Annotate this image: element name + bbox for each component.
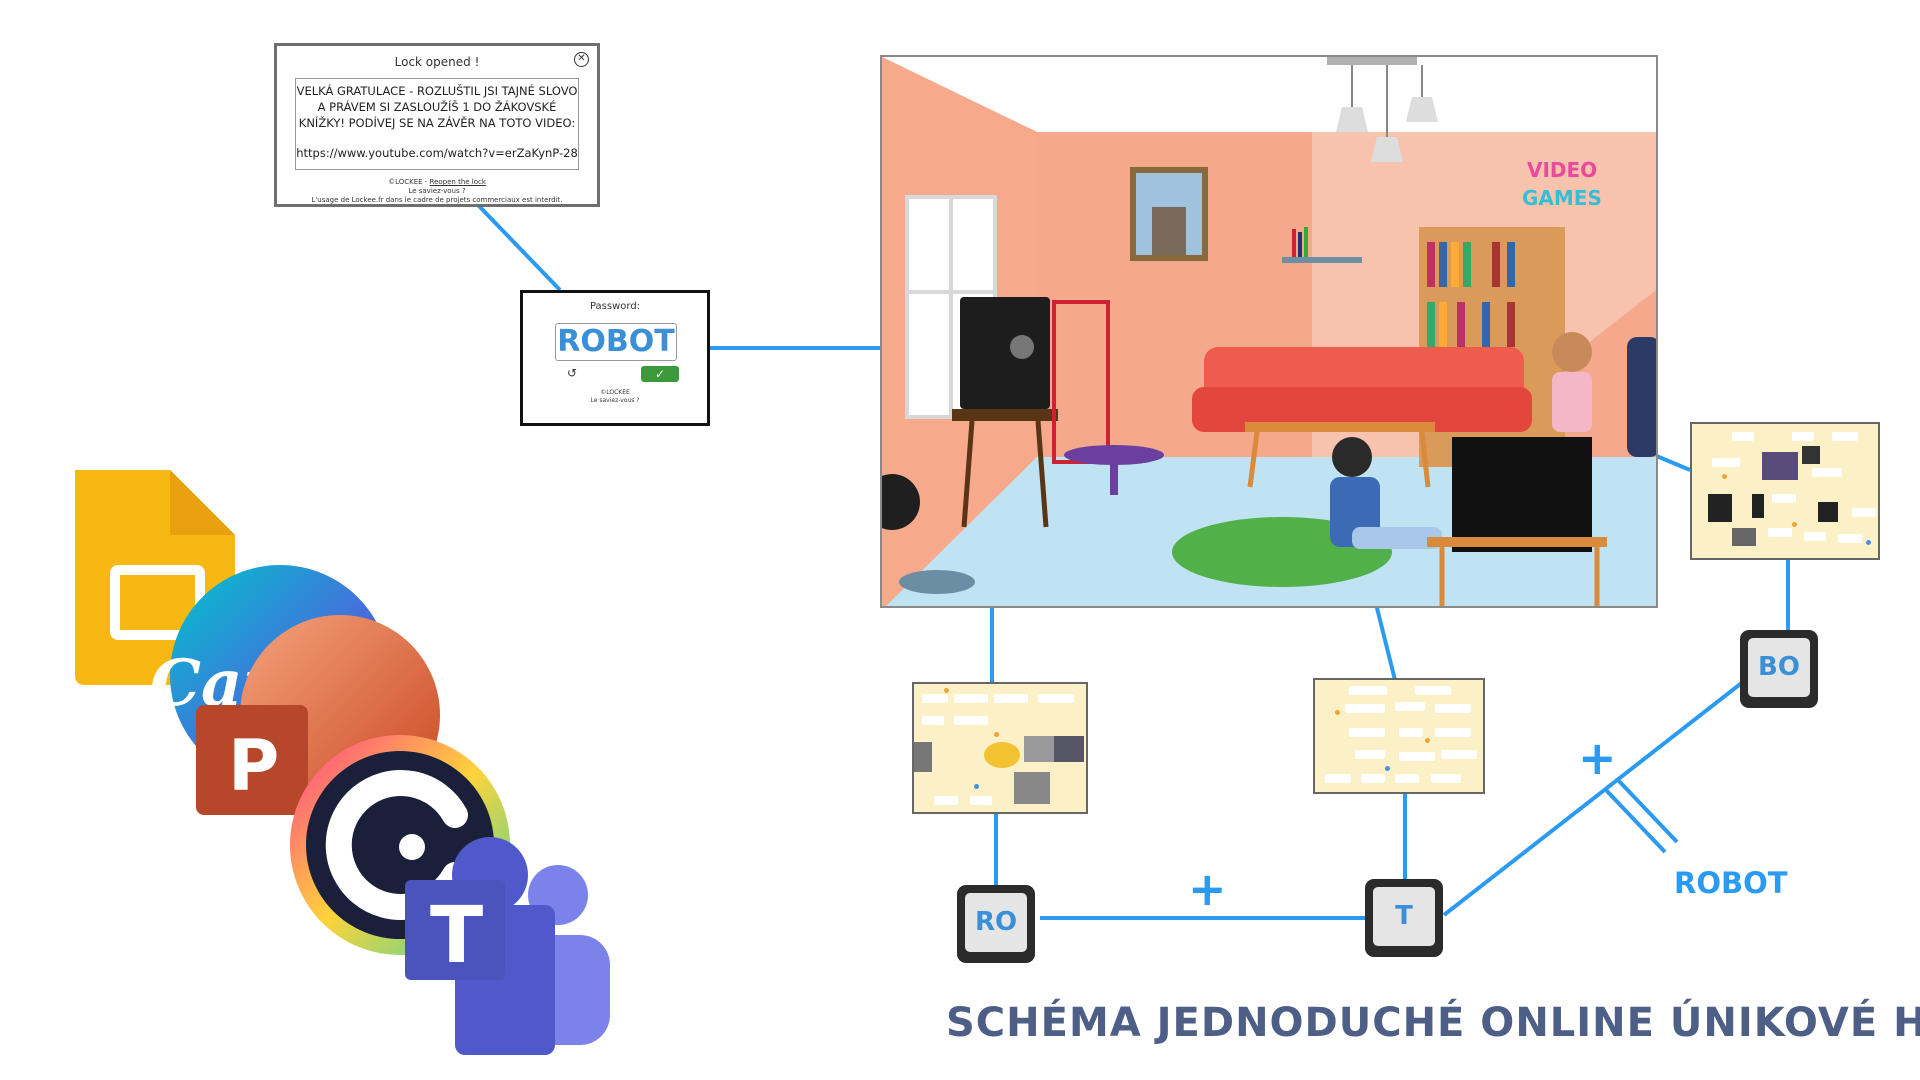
popup-video-link[interactable]: https://www.youtube.com/watch?v=erZaKynP… — [296, 146, 578, 160]
teams-letter: T — [430, 891, 483, 981]
did-you-know: Le saviez-vous ? — [408, 187, 466, 195]
poster-games: GAMES — [1522, 186, 1602, 210]
lockee-brand: ©LOCKEE — [600, 389, 630, 396]
diagram-caption: SCHÉMA JEDNODUCHÉ ONLINE ÚNIKOVÉ HRY — [946, 1000, 1920, 1046]
reopen-lock-link[interactable]: Reopen the lock — [429, 178, 486, 186]
plus-sign-2: + — [1578, 731, 1617, 785]
app-icons-collage: Canva P T — [75, 470, 610, 1055]
teams-icon: T — [405, 837, 610, 1055]
powerpoint-letter: P — [228, 725, 279, 807]
key-t-label: T — [1373, 887, 1435, 946]
popup-title: Lock opened ! — [394, 55, 480, 69]
lock-opened-popup: Lock opened ! ✕ VELKÁ GRATULACE - ROZLUŠ… — [274, 43, 600, 207]
result-label: ROBOT — [1674, 866, 1788, 900]
did-you-know: Le saviez-vous ? — [590, 397, 640, 404]
popup-footer: ©LOCKEE - Reopen the lock Le saviez-vous… — [311, 178, 563, 204]
lockee-brand: ©LOCKEE — [388, 178, 423, 186]
poster-video: VIDEO — [1527, 158, 1597, 182]
commercial-notice: L'usage de Lockee.fr dans le cadre de pr… — [311, 196, 563, 204]
close-icon[interactable]: ✕ — [574, 52, 589, 67]
check-icon[interactable]: ✓ — [641, 366, 679, 382]
task-board-thumbnail-1[interactable] — [912, 682, 1088, 814]
key-badge-ro: RO — [957, 885, 1035, 963]
key-bo-label: BO — [1748, 638, 1810, 697]
task-board-thumbnail-2[interactable] — [1313, 678, 1485, 794]
safe[interactable] — [960, 297, 1050, 409]
key-ro-label: RO — [965, 893, 1027, 952]
equals-bar-1 — [1604, 788, 1667, 854]
line-t-bo — [1442, 676, 1750, 917]
password-footer: ©LOCKEE Le saviez-vous ? — [523, 389, 707, 405]
equals-bar-2 — [1616, 778, 1679, 844]
popup-message-box: VELKÁ GRATULACE - ROZLUŠTIL JSI TAJNÉ SL… — [295, 78, 579, 170]
password-lock-box: Password: ROBOT ↺ ✓ ©LOCKEE Le saviez-vo… — [520, 290, 710, 426]
escape-room-scene: VIDEO GAMES — [880, 55, 1658, 608]
popup-message: VELKÁ GRATULACE - ROZLUŠTIL JSI TAJNÉ SL… — [296, 84, 578, 130]
key-badge-t: T — [1365, 879, 1443, 957]
refresh-icon[interactable]: ↺ — [567, 366, 578, 380]
room-illustration: VIDEO GAMES — [882, 57, 1656, 606]
password-input[interactable]: ROBOT — [555, 323, 677, 361]
task-board-thumbnail-3[interactable] — [1690, 422, 1880, 560]
password-label: Password: — [589, 301, 641, 312]
key-badge-bo: BO — [1740, 630, 1818, 708]
line-popup-password — [476, 203, 562, 292]
plus-sign-1: + — [1188, 862, 1227, 916]
